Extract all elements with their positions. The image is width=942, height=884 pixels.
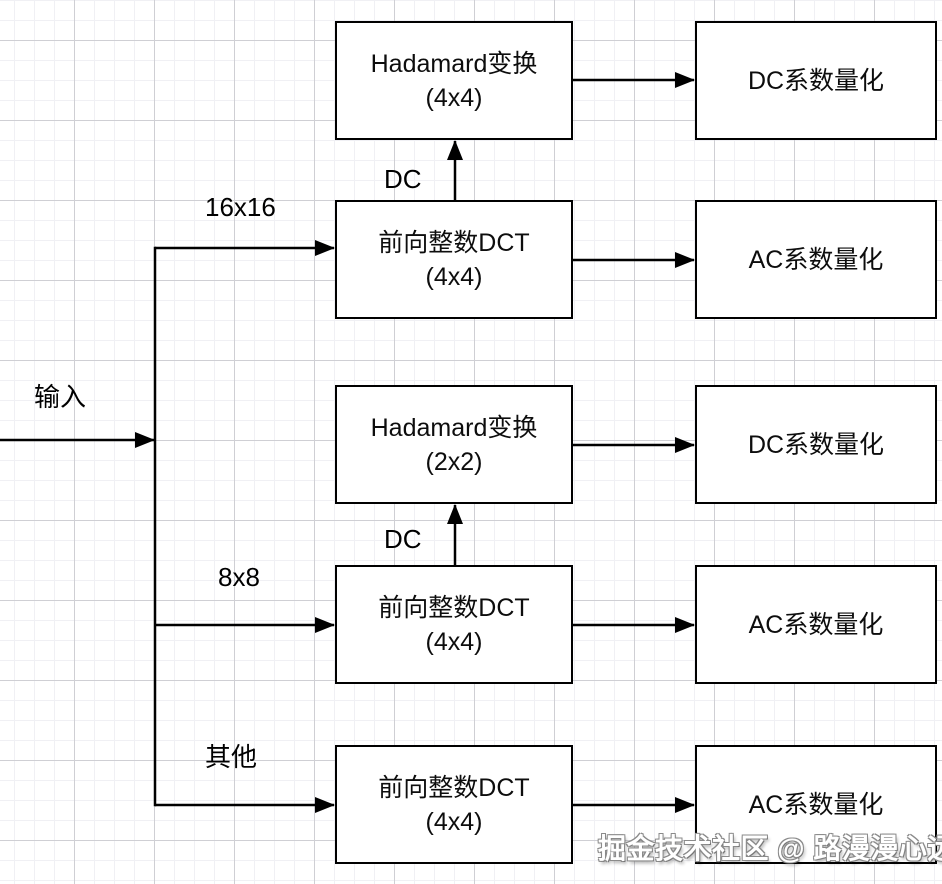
box-forward-dct-16x16-line2: (4x4) [425, 262, 483, 291]
branch-label-other: 其他 [205, 742, 258, 772]
box-forward-dct-other-line1: 前向整数DCT [378, 773, 530, 802]
box-ac-quant-mid: AC系数量化 [695, 565, 937, 684]
box-forward-dct-16x16-line1: 前向整数DCT [378, 228, 530, 257]
box-hadamard-2x2: Hadamard变换 (2x2) [335, 385, 573, 504]
box-dc-quant-mid: DC系数量化 [695, 385, 937, 504]
box-ac-quant-bottom-label: AC系数量化 [748, 790, 884, 819]
box-ac-quant-bottom: AC系数量化 [695, 745, 937, 864]
box-forward-dct-16x16: 前向整数DCT (4x4) [335, 200, 573, 319]
dc-label-top: DC [384, 164, 422, 194]
box-dc-quant-top: DC系数量化 [695, 21, 937, 140]
box-forward-dct-8x8-line1: 前向整数DCT [378, 593, 530, 622]
watermark: 掘金技术社区 @ 路漫漫心远 [598, 833, 942, 864]
box-dc-quant-mid-label: DC系数量化 [747, 430, 885, 459]
branch-label-8x8: 8x8 [218, 562, 260, 592]
box-forward-dct-8x8-line2: (4x4) [425, 627, 483, 656]
box-forward-dct-other-line2: (4x4) [425, 807, 483, 836]
branch-label-16x16: 16x16 [205, 192, 276, 222]
box-forward-dct-other: 前向整数DCT (4x4) [335, 745, 573, 864]
box-ac-quant-mid-label: AC系数量化 [748, 610, 884, 639]
box-ac-quant-top: AC系数量化 [695, 200, 937, 319]
box-forward-dct-8x8: 前向整数DCT (4x4) [335, 565, 573, 684]
box-hadamard-2x2-line2: (2x2) [425, 447, 483, 476]
dc-label-mid: DC [384, 524, 422, 554]
box-ac-quant-top-label: AC系数量化 [748, 245, 884, 274]
input-label: 输入 [34, 382, 87, 412]
box-hadamard-2x2-line1: Hadamard变换 [370, 413, 538, 442]
box-dc-quant-top-label: DC系数量化 [747, 66, 885, 95]
box-hadamard-4x4-line1: Hadamard变换 [370, 49, 538, 78]
box-hadamard-4x4: Hadamard变换 (4x4) [335, 21, 573, 140]
box-hadamard-4x4-line2: (4x4) [425, 83, 483, 112]
